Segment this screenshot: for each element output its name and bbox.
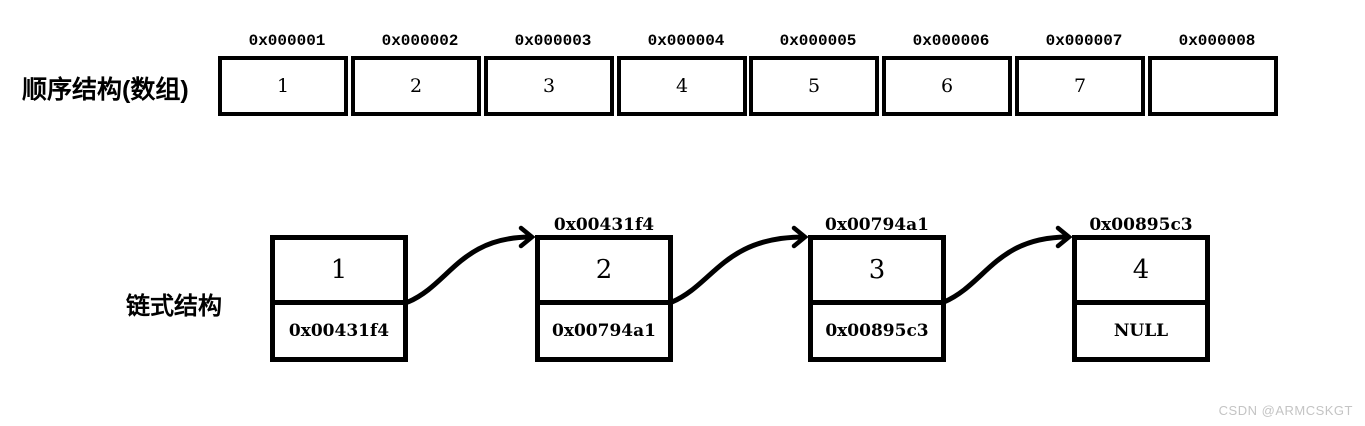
node-address-label: 0x00431f4 xyxy=(553,215,655,235)
memory-address-label: 0x000005 xyxy=(779,32,857,50)
array-cell-value: 3 xyxy=(542,75,556,97)
array-cell-value: 6 xyxy=(940,75,954,97)
array-cell-value: 7 xyxy=(1073,75,1087,97)
node-value: 2 xyxy=(540,240,668,305)
array-section-label: 顺序结构(数组) xyxy=(22,76,189,104)
memory-address-label: 0x000001 xyxy=(248,32,326,50)
array-cell-value: 5 xyxy=(807,75,821,97)
memory-address-label: 0x000008 xyxy=(1178,32,1256,50)
node-value: 4 xyxy=(1077,240,1205,305)
array-cell: 0x000007 7 xyxy=(1015,32,1145,116)
node-address-label: 0x00794a1 xyxy=(825,215,929,235)
memory-address-label: 0x000004 xyxy=(647,32,725,50)
node-pointer: 0x00794a1 xyxy=(552,321,656,341)
array-cell: 0x000008 xyxy=(1148,32,1278,116)
memory-address-label: 0x000002 xyxy=(381,32,459,50)
array-cell: 0x000001 1 xyxy=(218,32,348,116)
node-pointer: NULL xyxy=(1113,321,1169,341)
array-cell: 0x000004 4 xyxy=(617,32,747,116)
arrow-node3-to-node4 xyxy=(941,225,1073,305)
node-value: 1 xyxy=(275,240,403,305)
memory-address-label: 0x000007 xyxy=(1045,32,1123,50)
memory-address-label: 0x000006 xyxy=(912,32,990,50)
list-node: 0x00794a1 3 0x00895c3 xyxy=(808,215,946,362)
list-node: 0x00895c3 4 NULL xyxy=(1072,215,1210,362)
array-cell: 0x000005 5 xyxy=(749,32,879,116)
array-cell: 0x000003 3 xyxy=(484,32,614,116)
memory-address-label: 0x000003 xyxy=(514,32,592,50)
node-address-label: 0x00895c3 xyxy=(1089,215,1193,235)
list-section-label: 链式结构 xyxy=(126,293,222,320)
node-pointer: 0x00895c3 xyxy=(825,321,929,341)
list-node: 0x00431f4 2 0x00794a1 xyxy=(535,215,673,362)
array-cell-value: 2 xyxy=(409,75,423,97)
array-cell: 0x000002 2 xyxy=(351,32,481,116)
arrow-node2-to-node3 xyxy=(669,225,809,305)
watermark: CSDN @ARMCSKGT xyxy=(1218,403,1353,418)
node-value: 3 xyxy=(813,240,941,305)
node-pointer: 0x00431f4 xyxy=(288,321,390,341)
array-cell-value: 1 xyxy=(276,75,290,97)
array-cell: 0x000006 6 xyxy=(882,32,1012,116)
list-node: 1 0x00431f4 xyxy=(270,235,408,362)
arrow-node1-to-node2 xyxy=(405,225,536,305)
array-cell-value: 4 xyxy=(675,75,689,97)
